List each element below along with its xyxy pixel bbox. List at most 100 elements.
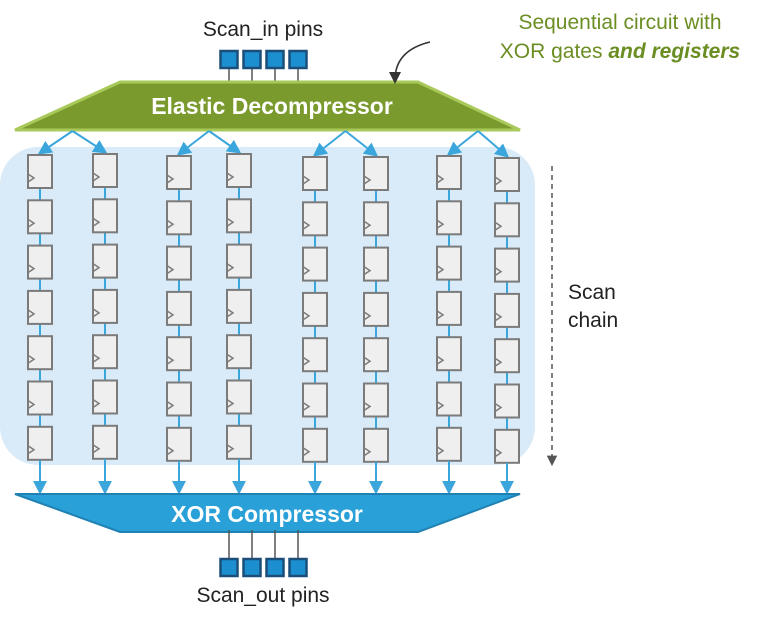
clock-input-icon xyxy=(166,264,175,275)
fanout-arrow xyxy=(176,130,210,156)
clock-input-icon xyxy=(302,265,311,276)
scan-flip-flop xyxy=(226,198,252,234)
clock-input-icon xyxy=(494,266,503,277)
clock-input-icon xyxy=(363,265,372,276)
fanout-arrow xyxy=(71,130,108,154)
scan-flip-flop xyxy=(302,427,328,463)
clock-input-icon xyxy=(166,219,175,229)
scan-flip-flop xyxy=(27,154,53,189)
scan-chain-region xyxy=(0,147,535,465)
clock-input-icon xyxy=(302,311,311,321)
clock-input-icon xyxy=(436,446,445,456)
scan-flip-flop xyxy=(166,381,192,417)
clock-input-icon xyxy=(363,401,372,412)
annotation-line-2: XOR gates and registers xyxy=(500,40,740,63)
scan-flip-flop xyxy=(494,292,520,328)
clock-input-icon xyxy=(27,309,36,319)
scan-flip-flop xyxy=(226,243,252,279)
clock-input-icon xyxy=(27,445,36,455)
clock-input-icon xyxy=(363,311,372,321)
clock-input-icon xyxy=(226,353,235,363)
scan-in-pins-label: Scan_in pins xyxy=(203,18,323,41)
scan-flip-flop xyxy=(436,155,462,190)
decompressor-fanout-arrows xyxy=(37,130,510,158)
scan-flip-flop xyxy=(302,382,328,418)
scan-flip-flop xyxy=(363,246,389,282)
scan-flip-flop xyxy=(166,245,192,281)
scan-flip-flop xyxy=(92,198,118,234)
clock-input-icon xyxy=(226,262,235,273)
clock-input-icon xyxy=(27,399,36,410)
clock-input-icon xyxy=(436,174,445,184)
scan-flip-flop xyxy=(436,290,462,326)
scan-flip-flop xyxy=(92,424,118,460)
clock-input-icon xyxy=(302,447,311,457)
scan-flip-flop xyxy=(92,334,118,370)
scan-flip-flop xyxy=(494,157,520,192)
clock-input-icon xyxy=(226,308,235,318)
scan-flip-flop xyxy=(166,290,192,326)
scan-out-pins xyxy=(219,530,308,578)
scan-flip-flop xyxy=(27,335,53,371)
clock-input-icon xyxy=(92,398,101,409)
annotation-line-1: Sequential circuit with xyxy=(518,11,721,34)
clock-input-icon xyxy=(92,308,101,318)
scan-flip-flop xyxy=(166,155,192,190)
scan-flip-flop xyxy=(363,201,389,237)
scan-flip-flop xyxy=(363,427,389,463)
scan-flip-flop xyxy=(226,334,252,370)
scan-flip-flop xyxy=(92,379,118,415)
scan-flip-flop xyxy=(92,153,118,188)
scan-out-pin xyxy=(288,557,308,578)
clock-input-icon xyxy=(27,354,36,364)
clock-input-icon xyxy=(494,312,503,322)
clock-input-icon xyxy=(302,356,311,366)
fanout-arrow xyxy=(312,130,347,157)
scan-flip-flop xyxy=(494,428,520,464)
scan-flip-flop xyxy=(363,291,389,327)
clock-input-icon xyxy=(363,447,372,457)
scan-out-pins-label: Scan_out pins xyxy=(196,584,329,607)
scan-flip-flop xyxy=(27,425,53,461)
clock-input-icon xyxy=(226,398,235,409)
clock-input-icon xyxy=(226,172,235,182)
clock-input-icon xyxy=(92,353,101,363)
scan-flip-flop xyxy=(166,200,192,236)
scan-flip-flop xyxy=(363,382,389,418)
annotation-arrowhead xyxy=(389,72,401,84)
xor-compressor-label: XOR Compressor xyxy=(171,501,363,527)
clock-input-icon xyxy=(92,262,101,273)
scan-out-pin xyxy=(242,557,262,578)
clock-input-icon xyxy=(363,356,372,366)
clock-input-icon xyxy=(494,357,503,367)
scan-out-pin xyxy=(265,557,285,578)
scan-flip-flop xyxy=(226,379,252,415)
scan-flip-flop xyxy=(363,156,389,191)
scan-flip-flop xyxy=(436,245,462,281)
scan-in-pins xyxy=(219,49,308,84)
scan-flip-flop xyxy=(226,153,252,188)
scan-flip-flop xyxy=(494,338,520,374)
scan-flip-flop xyxy=(494,383,520,419)
clock-input-icon xyxy=(436,355,445,365)
clock-input-icon xyxy=(166,400,175,411)
scan-flip-flop xyxy=(92,243,118,279)
elastic-decompressor-block xyxy=(14,80,521,132)
scan-flip-flop xyxy=(436,200,462,236)
clock-input-icon xyxy=(27,263,36,274)
elastic-decompressor-label: Elastic Decompressor xyxy=(151,93,393,119)
clock-input-icon xyxy=(436,400,445,411)
clock-input-icon xyxy=(166,310,175,320)
compressor-input-arrows xyxy=(33,458,514,495)
fanout-arrow xyxy=(37,130,74,155)
clock-input-icon xyxy=(436,310,445,320)
clock-input-icon xyxy=(302,175,311,185)
clock-input-icon xyxy=(302,401,311,412)
scan-flip-flop xyxy=(27,199,53,235)
scan-flip-flop xyxy=(302,156,328,191)
clock-input-icon xyxy=(494,176,503,186)
scan-flip-flop xyxy=(27,380,53,416)
scan-flip-flop xyxy=(302,246,328,282)
scan-flip-flop xyxy=(226,424,252,460)
